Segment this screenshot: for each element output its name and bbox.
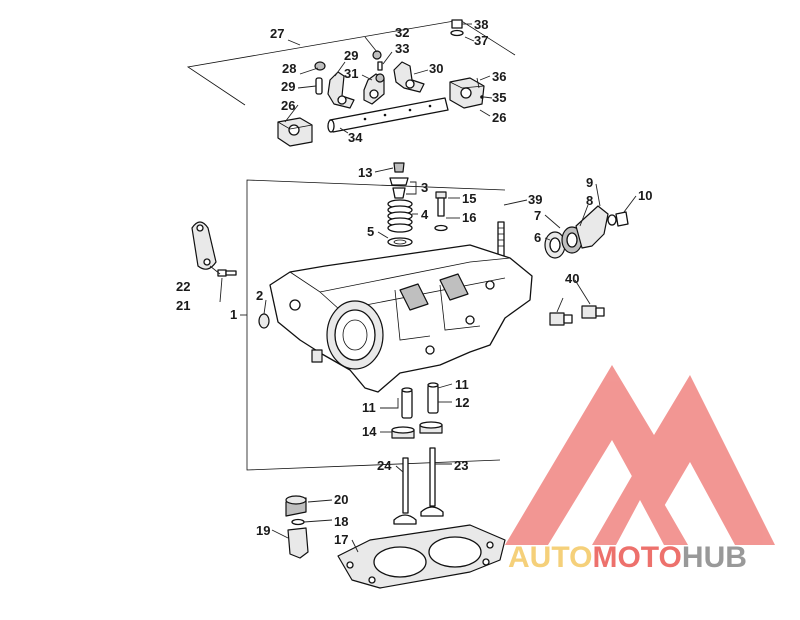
label-8: 8	[586, 193, 593, 208]
label-4: 4	[421, 207, 429, 222]
label-30: 31	[344, 66, 358, 81]
label-14: 14	[362, 424, 377, 439]
head-bolt	[434, 191, 448, 232]
label-23: 23	[454, 458, 468, 473]
label-33: 34	[348, 130, 363, 145]
watermark-part-hub: HUB	[682, 541, 747, 574]
valve-seat	[391, 421, 443, 439]
label-27: 28	[282, 61, 296, 76]
label-20: 20	[334, 492, 348, 507]
label-10: 10	[638, 188, 652, 203]
valve-lifter	[285, 495, 309, 559]
head-assembly-frame	[246, 179, 506, 471]
leader-lines	[209, 23, 637, 553]
label-15: 15	[462, 191, 476, 206]
temp-sensor	[549, 305, 605, 326]
head-gasket	[337, 524, 506, 589]
svg-text:AUTOMOTOHUB: AUTOMOTOHUB	[508, 541, 747, 574]
rocker-assembly-frame	[186, 19, 516, 106]
label-26-left: 26	[281, 98, 295, 113]
label-28: 29	[281, 79, 295, 94]
watermark-logo	[505, 365, 775, 545]
label-19: 19	[256, 523, 270, 538]
watermark-part-auto: AUTO	[508, 541, 592, 574]
label-29-left: 29	[344, 48, 358, 63]
label-22: 22	[176, 279, 190, 294]
watermark-text: AUTOMOTOHUB	[508, 541, 747, 574]
rocker-shaft	[327, 97, 449, 133]
valve-spring	[387, 199, 413, 233]
label-31: 32	[395, 25, 409, 40]
label-26-right: 26	[492, 110, 506, 125]
part-labels: 27 28 29 26 29 31 32 33 30 34 38 37 36 3…	[176, 17, 652, 547]
label-37: 38	[474, 17, 488, 32]
label-11-right: 11	[455, 377, 469, 392]
label-11-left: 11	[362, 400, 376, 415]
valve-guide	[401, 382, 439, 419]
cover-plate	[191, 221, 237, 277]
label-29-right: 30	[429, 61, 443, 76]
thermostat-housing	[544, 205, 629, 259]
label-16: 16	[462, 210, 476, 225]
exhaust-valve	[420, 447, 444, 517]
label-35: 36	[492, 69, 506, 84]
intake-valve	[393, 457, 417, 525]
rocker-arm-left	[327, 71, 355, 109]
label-38: 39	[528, 192, 542, 207]
label-1: 1	[230, 307, 237, 322]
label-25: 27	[270, 26, 284, 41]
rocker-arm-right	[393, 61, 425, 93]
label-6: 6	[534, 230, 541, 245]
label-7: 7	[534, 208, 541, 223]
label-21: 21	[176, 298, 190, 313]
label-13: 13	[358, 165, 372, 180]
label-9: 9	[586, 175, 593, 190]
plug	[258, 313, 270, 329]
label-34: 35	[492, 90, 506, 105]
label-18: 18	[334, 514, 348, 529]
rocker-stand-left	[277, 117, 313, 147]
label-36: 37	[474, 33, 488, 48]
stud	[497, 221, 505, 257]
cylinder-head	[269, 244, 533, 393]
rocker-stand-right	[449, 77, 485, 109]
label-17: 17	[334, 532, 348, 547]
label-39: 40	[565, 271, 579, 286]
spring-seat	[387, 237, 413, 247]
label-2: 2	[256, 288, 263, 303]
adjust-nut	[314, 50, 385, 95]
valve-keeper	[389, 162, 409, 199]
label-12: 12	[455, 395, 469, 410]
label-5: 5	[367, 224, 374, 239]
watermark-part-moto: MOTO	[592, 541, 681, 574]
label-32: 33	[395, 41, 409, 56]
label-3: 3	[421, 180, 428, 195]
label-24: 24	[377, 458, 392, 473]
